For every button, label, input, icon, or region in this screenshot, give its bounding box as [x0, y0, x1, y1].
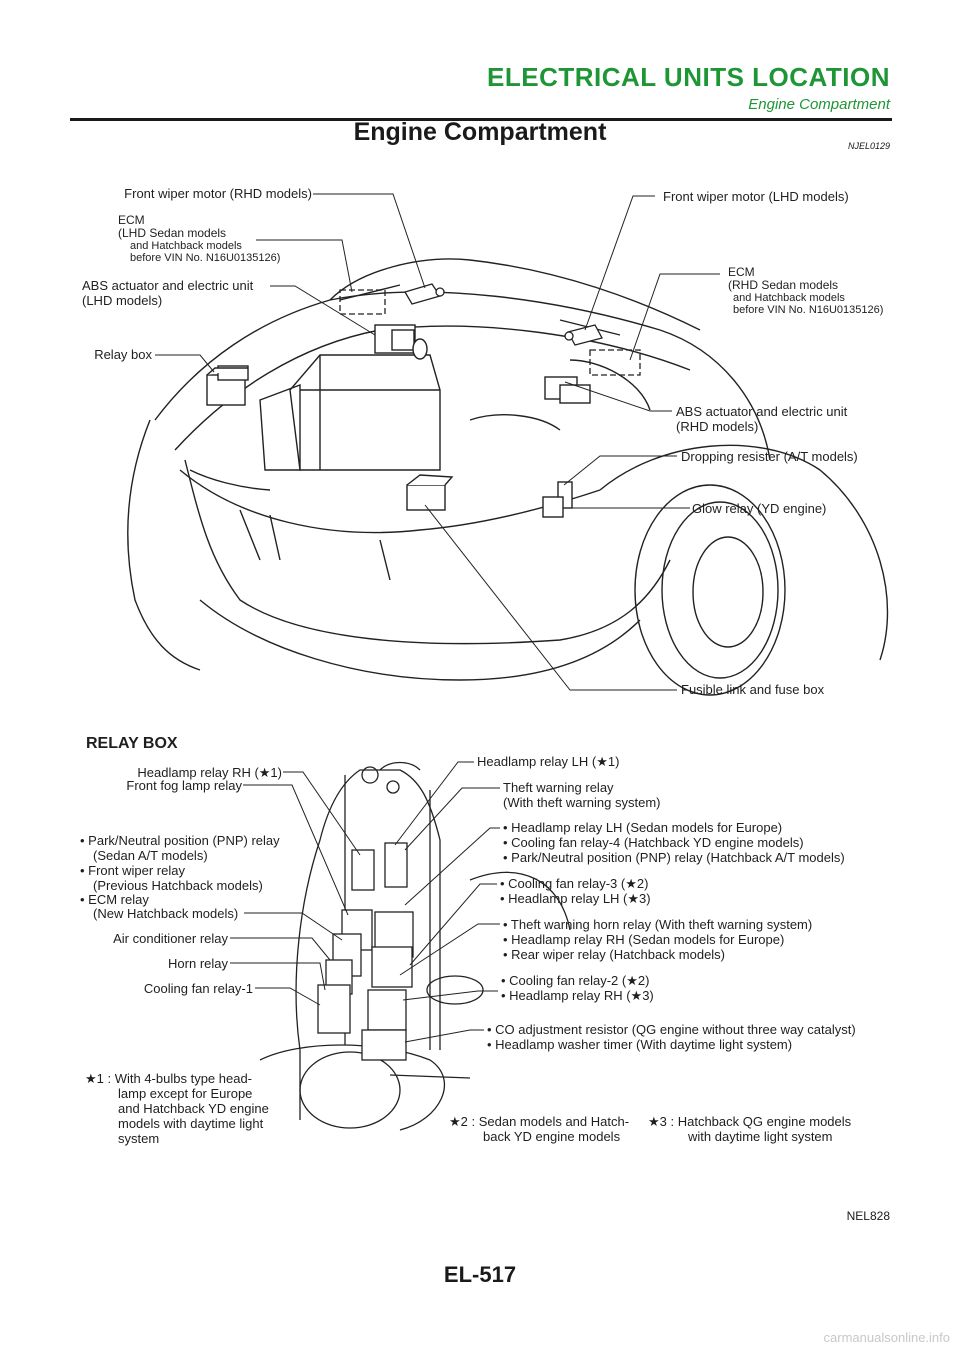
- label-grp3-b: • Headlamp relay RH (Sedan models for Eu…: [503, 932, 784, 947]
- relay-notes: ★1 : With 4-bulbs type head- lamp except…: [85, 1071, 852, 1146]
- relay-labels-left: Headlamp relay RH (★1) Front fog lamp re…: [80, 765, 282, 996]
- label-grp3-c: • Rear wiper relay (Hatchback models): [503, 947, 725, 962]
- label-ac-relay: Air conditioner relay: [113, 931, 228, 946]
- label-dropping-resister: Dropping resister (A/T models): [681, 449, 858, 464]
- component-relay-box: [206, 365, 249, 406]
- label-pnp-2: (Sedan A/T models): [93, 848, 208, 863]
- label-grp3-a: • Theft warning horn relay (With theft w…: [503, 917, 812, 932]
- footer-source[interactable]: carmanualsonline.info: [823, 1330, 950, 1345]
- label-headlamp-rh-1: Headlamp relay RH (★1): [137, 765, 282, 780]
- label-abs-rhd-2: (RHD models): [676, 419, 758, 434]
- diagram-figure: Front wiper motor (RHD models) ECM (LHD …: [80, 186, 889, 1146]
- reference-code: NJEL0129: [847, 141, 890, 151]
- component-wiper-rhd: [404, 283, 445, 305]
- component-fusible-link: [406, 474, 454, 511]
- label-grp4-a: • Cooling fan relay-2 (★2): [501, 973, 649, 988]
- label-grp1-a: • Headlamp relay LH (Sedan models for Eu…: [503, 820, 782, 835]
- label-glow-relay: Glow relay (YD engine): [692, 501, 826, 516]
- label-theft-2: (With theft warning system): [503, 795, 661, 810]
- note-1-line-1: ★1 : With 4-bulbs type head-: [85, 1071, 252, 1086]
- leader-lines-engine: [155, 193, 720, 691]
- note-3-line-1: ★3 : Hatchback QG engine models: [648, 1114, 852, 1129]
- label-abs-lhd-1: ABS actuator and electric unit: [82, 278, 254, 293]
- label-ecm-rhd-3: and Hatchback models: [733, 292, 845, 304]
- label-ecm-lhd-3: and Hatchback models: [130, 240, 242, 252]
- section-title: ELECTRICAL UNITS LOCATION: [487, 62, 890, 92]
- label-horn-relay: Horn relay: [168, 956, 228, 971]
- label-ecm-rhd-1: ECM: [728, 265, 755, 279]
- leader-lines-relay: [230, 761, 500, 1043]
- label-cooling-fan-1: Cooling fan relay-1: [144, 981, 253, 996]
- note-1-line-2: lamp except for Europe: [118, 1086, 252, 1101]
- label-grp5-a: • CO adjustment resistor (QG engine with…: [487, 1022, 856, 1037]
- note-1-line-5: system: [118, 1131, 159, 1146]
- label-headlamp-lh-1: Headlamp relay LH (★1): [477, 754, 619, 769]
- label-pnp-1: • Park/Neutral position (PNP) relay: [80, 833, 280, 848]
- note-3-line-2: with daytime light system: [687, 1129, 833, 1144]
- label-wiper-2: (Previous Hatchback models): [93, 878, 263, 893]
- car-drawing: [127, 258, 889, 696]
- figure-code: NEL828: [846, 1209, 890, 1223]
- label-ecm-lhd-2: (LHD Sedan models: [118, 226, 226, 240]
- note-1-line-4: models with daytime light: [118, 1116, 264, 1131]
- component-ecm-lhd: [339, 289, 386, 315]
- label-front-wiper-lhd: Front wiper motor (LHD models): [663, 189, 849, 204]
- note-1-line-3: and Hatchback YD engine: [118, 1101, 269, 1116]
- component-abs-rhd: [544, 376, 591, 404]
- label-grp2-a: • Cooling fan relay-3 (★2): [500, 876, 648, 891]
- label-ecm-rhd-4: before VIN No. N16U0135126): [733, 304, 883, 316]
- label-wiper-1: • Front wiper relay: [80, 863, 185, 878]
- label-front-fog: Front fog lamp relay: [126, 778, 242, 793]
- relay-box-heading: RELAY BOX: [86, 735, 178, 752]
- section-subtitle: Engine Compartment: [748, 96, 890, 113]
- header-rule: [70, 118, 892, 121]
- page-title: Engine Compartment: [353, 118, 607, 146]
- label-ecm-relay-1: • ECM relay: [80, 892, 149, 907]
- component-glow-relay: [542, 496, 564, 518]
- note-2-line-2: back YD engine models: [483, 1129, 621, 1144]
- label-theft-1: Theft warning relay: [503, 780, 614, 795]
- page-number: EL-517: [443, 1262, 517, 1287]
- relay-modules: [317, 842, 414, 1061]
- label-ecm-lhd-4: before VIN No. N16U0135126): [130, 252, 280, 264]
- label-grp2-b: • Headlamp relay LH (★3): [500, 891, 651, 906]
- engine-labels: Front wiper motor (RHD models) ECM (LHD …: [82, 186, 883, 697]
- note-2-line-1: ★2 : Sedan models and Hatch-: [449, 1114, 629, 1129]
- label-grp4-b: • Headlamp relay RH (★3): [501, 988, 654, 1003]
- label-relay-box: Relay box: [94, 347, 152, 362]
- label-ecm-lhd-1: ECM: [118, 213, 145, 227]
- relay-labels-right: Headlamp relay LH (★1) Theft warning rel…: [477, 754, 856, 1052]
- label-ecm-relay-2: (New Hatchback models): [93, 906, 238, 921]
- label-grp1-b: • Cooling fan relay-4 (Hatchback YD engi…: [503, 835, 804, 850]
- component-abs-lhd: [374, 324, 428, 360]
- label-abs-lhd-2: (LHD models): [82, 293, 162, 308]
- label-grp5-b: • Headlamp washer timer (With daytime li…: [487, 1037, 792, 1052]
- label-abs-rhd-1: ABS actuator and electric unit: [676, 404, 848, 419]
- label-ecm-rhd-2: (RHD Sedan models: [728, 278, 838, 292]
- label-grp1-c: • Park/Neutral position (PNP) relay (Hat…: [503, 850, 845, 865]
- component-ecm-rhd: [589, 349, 641, 376]
- label-fusible-link: Fusible link and fuse box: [681, 682, 825, 697]
- label-front-wiper-rhd: Front wiper motor (RHD models): [124, 186, 312, 201]
